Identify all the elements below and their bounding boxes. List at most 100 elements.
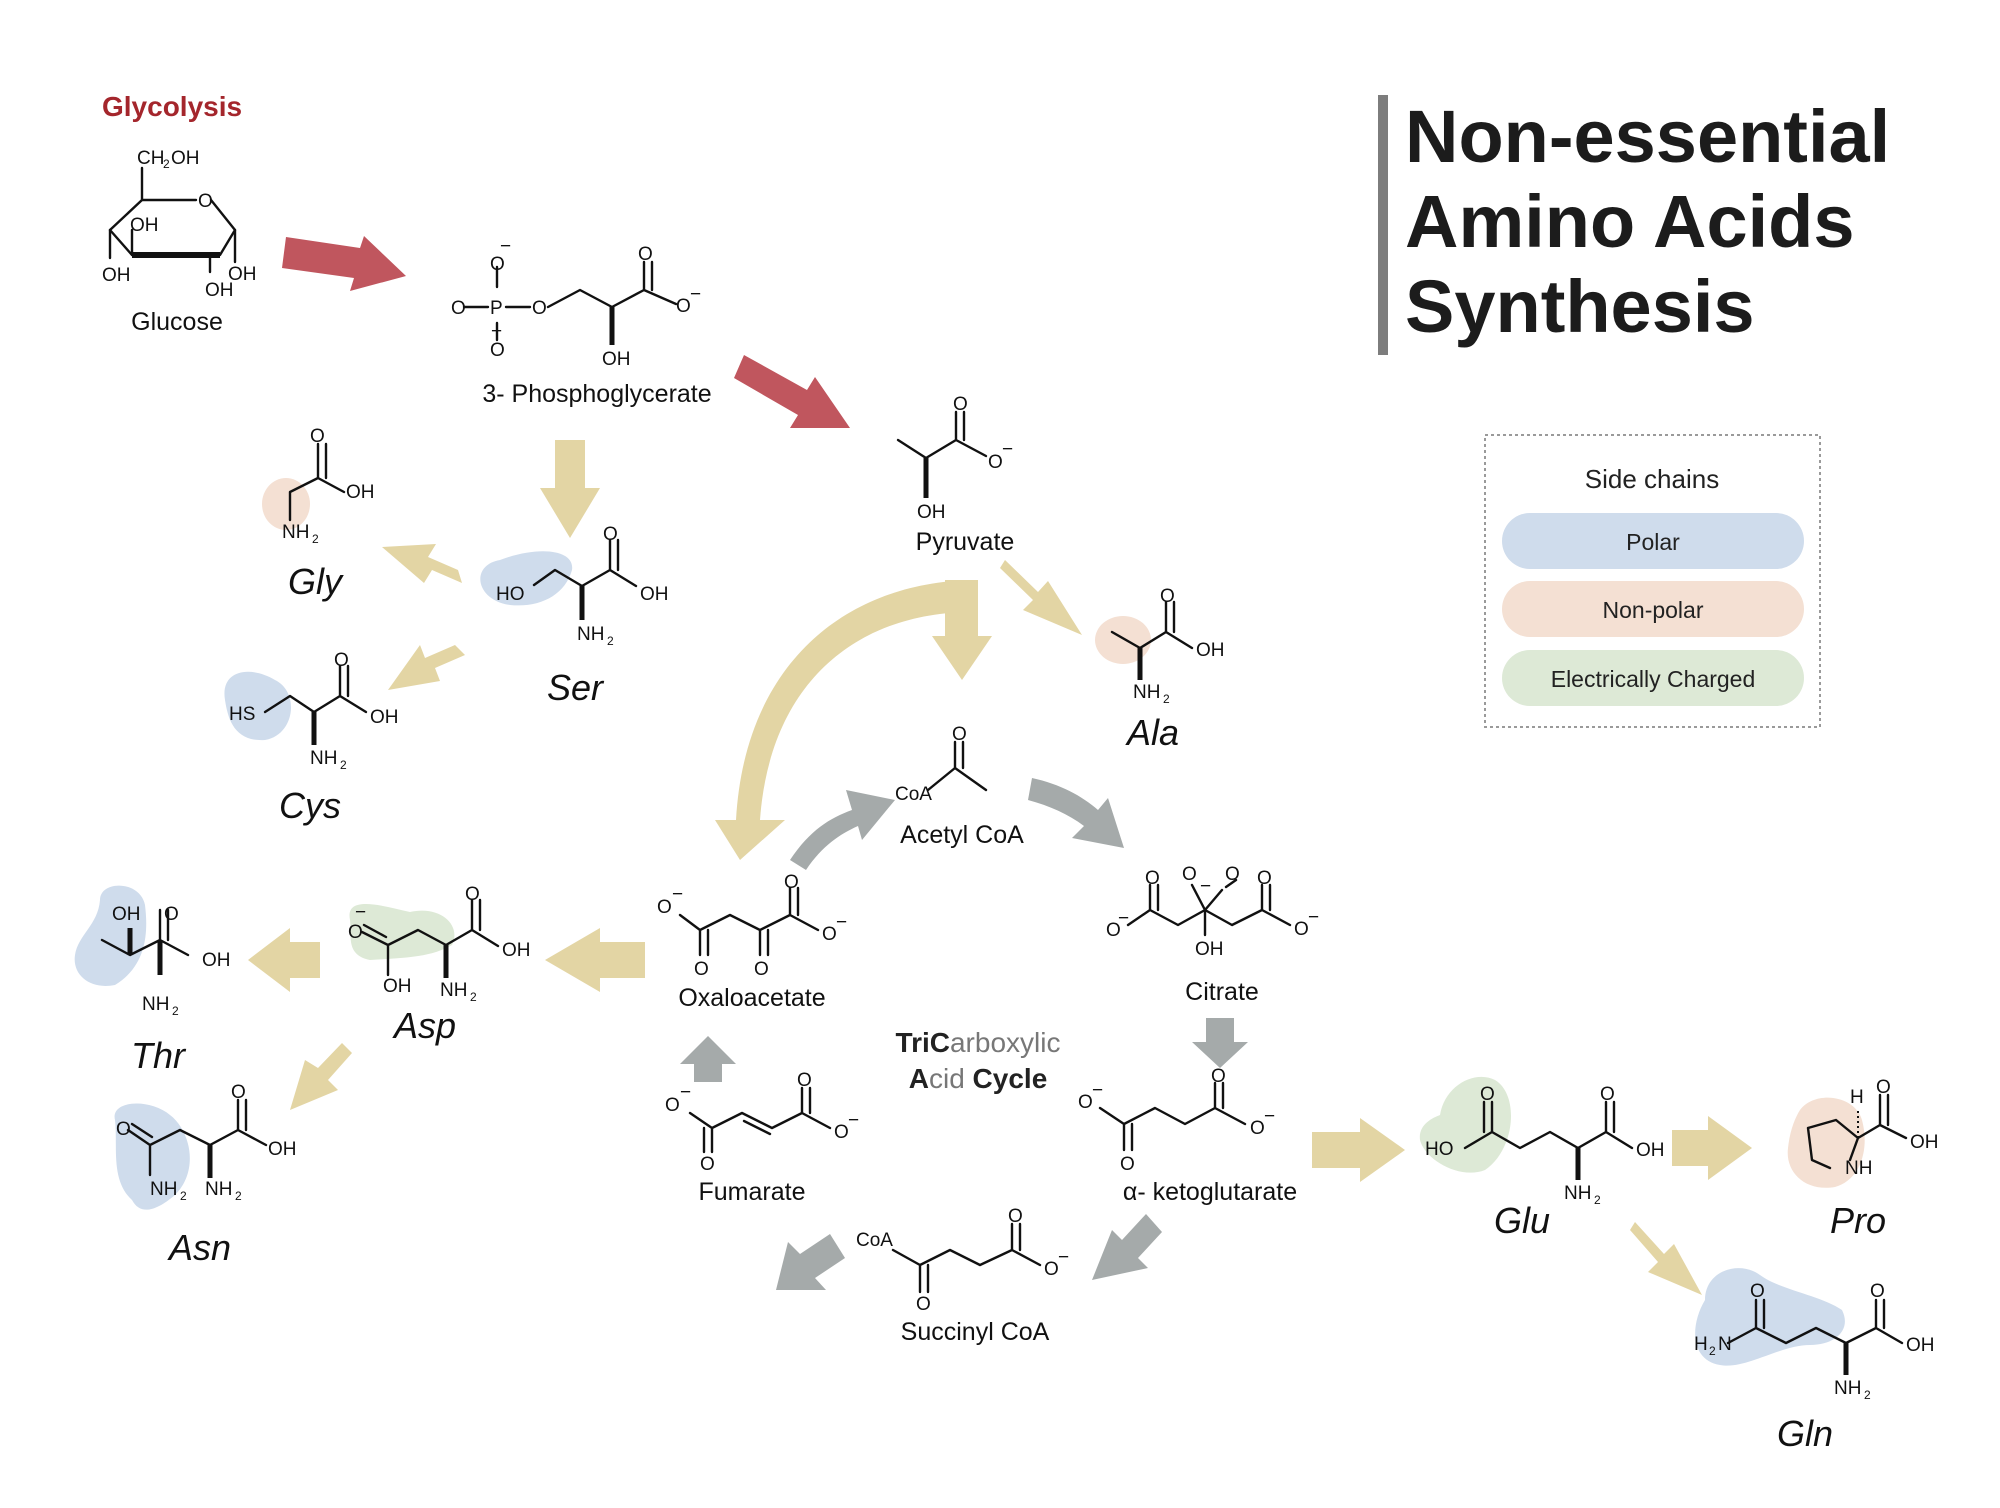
legend-label-charged: Electrically Charged bbox=[1551, 666, 1756, 692]
legend-title: Side chains bbox=[1585, 464, 1719, 494]
arrow-3pg-to-pyruvate bbox=[734, 355, 850, 428]
label-gly: Gly bbox=[288, 561, 344, 602]
svg-text:O: O bbox=[1870, 1281, 1885, 1302]
svg-text:O: O bbox=[953, 394, 968, 415]
svg-text:O: O bbox=[310, 426, 325, 447]
svg-text:O: O bbox=[231, 1082, 246, 1103]
svg-text:O: O bbox=[676, 296, 691, 317]
svg-text:O: O bbox=[1225, 864, 1240, 885]
fumarate-structure: O − O O O − bbox=[665, 1070, 859, 1175]
legend-border bbox=[1484, 434, 1821, 728]
arrow-akg-to-glu bbox=[1312, 1118, 1405, 1182]
svg-text:2: 2 bbox=[1163, 692, 1170, 706]
svg-text:O: O bbox=[348, 922, 363, 943]
svg-text:OH: OH bbox=[102, 265, 131, 286]
svg-text:−: − bbox=[836, 912, 847, 933]
svg-text:O: O bbox=[822, 924, 837, 945]
legend: Side chains Polar Non-polar Electrically… bbox=[1484, 434, 1821, 728]
arrow-ser-to-cys bbox=[388, 645, 465, 690]
svg-text:O: O bbox=[1600, 1084, 1615, 1105]
svg-text:O: O bbox=[490, 340, 505, 361]
svg-text:O: O bbox=[1876, 1077, 1891, 1098]
svg-text:O: O bbox=[1294, 919, 1309, 940]
legend-pill-polar bbox=[1502, 513, 1804, 569]
svg-text:O: O bbox=[532, 298, 547, 319]
glycolysis-label: Glycolysis bbox=[102, 91, 242, 122]
svg-text:O: O bbox=[1145, 868, 1160, 889]
svg-text:O: O bbox=[665, 1095, 680, 1116]
svg-text:O: O bbox=[657, 897, 672, 918]
label-gln: Gln bbox=[1777, 1413, 1833, 1454]
legend-pill-charged bbox=[1502, 650, 1804, 706]
svg-text:OH: OH bbox=[370, 707, 399, 728]
arrow-oaa-to-asp bbox=[545, 928, 645, 992]
svg-text:NH: NH bbox=[205, 1179, 232, 1200]
svg-text:NH: NH bbox=[142, 994, 169, 1015]
svg-text:−: − bbox=[1308, 907, 1319, 928]
label-cys: Cys bbox=[279, 785, 341, 826]
svg-text:O: O bbox=[1250, 1118, 1265, 1139]
svg-text:OH: OH bbox=[346, 482, 375, 503]
svg-text:−: − bbox=[680, 1082, 691, 1103]
svg-text:NH: NH bbox=[577, 624, 604, 645]
arrow-ser-to-gly bbox=[382, 544, 462, 583]
label-thr: Thr bbox=[131, 1035, 187, 1076]
label-acetyl-coa: Acetyl CoA bbox=[900, 821, 1024, 849]
arrow-glucose-to-3pg bbox=[282, 236, 406, 291]
svg-text:2: 2 bbox=[235, 1189, 242, 1203]
svg-text:2: 2 bbox=[1709, 1344, 1716, 1358]
svg-text:O: O bbox=[834, 1122, 849, 1143]
svg-text:HO: HO bbox=[496, 584, 525, 605]
svg-text:HS: HS bbox=[229, 704, 255, 725]
svg-text:O: O bbox=[451, 298, 466, 319]
svg-text:OH: OH bbox=[130, 215, 159, 236]
svg-text:P: P bbox=[490, 298, 503, 319]
glu-structure: HO O O OH NH 2 bbox=[1419, 1076, 1665, 1207]
label-asp: Asp bbox=[392, 1005, 456, 1046]
pro-structure: H O OH NH bbox=[1787, 1077, 1939, 1188]
svg-text:O: O bbox=[694, 959, 709, 980]
svg-text:O: O bbox=[1106, 920, 1121, 941]
asn-structure: O O OH NH 2 NH 2 bbox=[114, 1082, 297, 1210]
label-succinyl-coa: Succinyl CoA bbox=[901, 1318, 1050, 1346]
svg-text:−: − bbox=[690, 284, 701, 305]
svg-text:O: O bbox=[1044, 1259, 1059, 1280]
svg-text:O: O bbox=[465, 884, 480, 905]
svg-text:O: O bbox=[490, 254, 505, 275]
svg-text:H: H bbox=[1850, 1087, 1864, 1108]
label-ser: Ser bbox=[547, 667, 605, 708]
label-citrate: Citrate bbox=[1185, 978, 1259, 1006]
svg-text:H: H bbox=[1694, 1334, 1708, 1355]
asp-structure: O − O OH OH NH 2 bbox=[348, 884, 531, 1004]
label-pyruvate: Pyruvate bbox=[916, 528, 1015, 556]
arrow-citrate-to-akg bbox=[1192, 1018, 1248, 1068]
svg-text:O: O bbox=[1182, 864, 1197, 885]
svg-text:−: − bbox=[672, 884, 683, 905]
svg-text:−: − bbox=[1092, 1080, 1103, 1101]
arrows bbox=[248, 236, 1752, 1295]
svg-text:O: O bbox=[1008, 1206, 1023, 1227]
gly-structure: O OH NH 2 bbox=[262, 426, 375, 546]
cys-structure: HS O OH NH 2 bbox=[224, 650, 399, 772]
svg-text:NH: NH bbox=[150, 1179, 177, 1200]
svg-text:O: O bbox=[700, 1154, 715, 1175]
ala-structure: O OH NH 2 bbox=[1095, 586, 1225, 706]
svg-text:2: 2 bbox=[1864, 1388, 1871, 1402]
arrow-acetylcoa-to-citrate bbox=[1028, 778, 1124, 848]
svg-text:OH: OH bbox=[1636, 1140, 1665, 1161]
svg-text:OH: OH bbox=[602, 349, 631, 370]
svg-text:2: 2 bbox=[1594, 1193, 1601, 1207]
label-fumarate: Fumarate bbox=[699, 1178, 806, 1206]
svg-text:−: − bbox=[1200, 876, 1211, 897]
svg-text:OH: OH bbox=[383, 976, 412, 997]
label-glucose: Glucose bbox=[131, 308, 223, 336]
arrow-fumarate-to-oaa bbox=[680, 1036, 736, 1082]
tca-label-line-2: Acid Cycle bbox=[909, 1063, 1048, 1094]
svg-text:OH: OH bbox=[640, 584, 669, 605]
svg-text:2: 2 bbox=[172, 1004, 179, 1018]
svg-text:O: O bbox=[1160, 586, 1175, 607]
svg-text:2: 2 bbox=[607, 634, 614, 648]
svg-text:−: − bbox=[355, 902, 366, 923]
svg-text:O: O bbox=[603, 524, 618, 545]
